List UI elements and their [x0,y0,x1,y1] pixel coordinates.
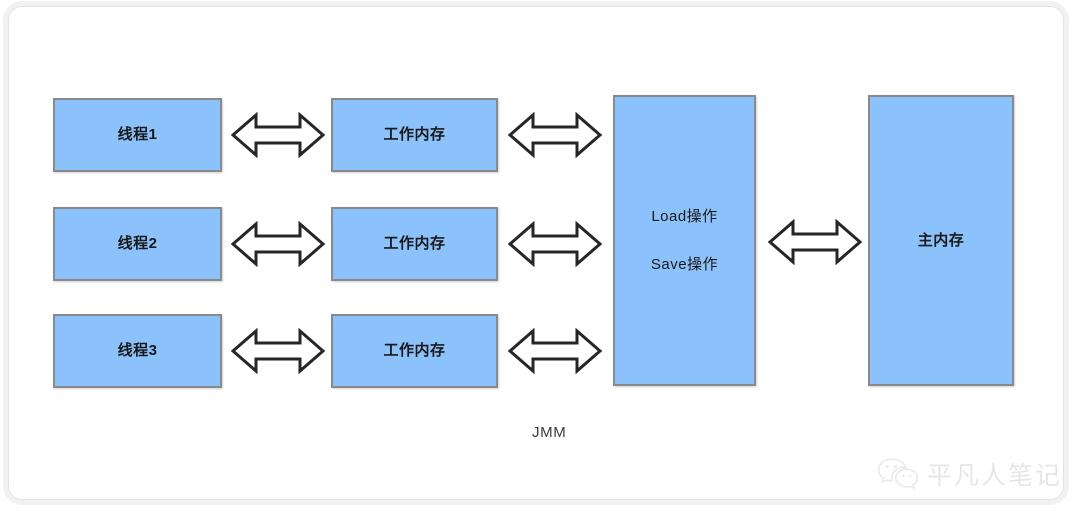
double-headed-arrow-icon [508,112,602,158]
watermark-text: 平凡人笔记 [926,461,1062,490]
wechat-icon [877,458,919,490]
arrow-thread1-to-working-memory1 [231,112,325,158]
arrow-memory-operations-to-main-memory [768,219,862,265]
arrow-thread2-to-working-memory2 [231,221,325,267]
diagram-caption: JMM [532,424,567,441]
thread-box-1-label: 线程1 [117,126,158,143]
working-memory-box-1: 工作内存 [331,98,498,172]
double-headed-arrow-icon [231,221,325,267]
double-headed-arrow-icon [768,219,862,265]
working-memory-box-2: 工作内存 [331,207,498,281]
double-headed-arrow-icon [231,328,325,374]
watermark: 平凡人笔记 [877,456,1062,492]
thread-box-1: 线程1 [53,98,222,172]
double-headed-arrow-icon [508,221,602,267]
arrow-thread3-to-working-memory3 [231,328,325,374]
main-memory-box: 主内存 [868,95,1014,386]
working-memory-box-3-label: 工作内存 [383,342,446,359]
main-memory-label: 主内存 [917,231,965,249]
working-memory-box-2-label: 工作内存 [383,235,446,252]
load-operation-label: Load操作 [651,207,718,225]
arrow-working-memory1-to-memory-operations [508,112,602,158]
arrow-working-memory2-to-memory-operations [508,221,602,267]
thread-box-2: 线程2 [53,207,222,281]
thread-box-3-label: 线程3 [117,342,158,359]
thread-box-2-label: 线程2 [117,235,158,252]
arrow-working-memory3-to-memory-operations [508,328,602,374]
working-memory-box-3: 工作内存 [331,314,498,388]
double-headed-arrow-icon [508,328,602,374]
working-memory-box-1-label: 工作内存 [383,126,446,143]
memory-operations-box: Load操作 Save操作 [613,95,756,386]
save-operation-label: Save操作 [650,255,719,273]
thread-box-3: 线程3 [53,314,222,388]
double-headed-arrow-icon [231,112,325,158]
